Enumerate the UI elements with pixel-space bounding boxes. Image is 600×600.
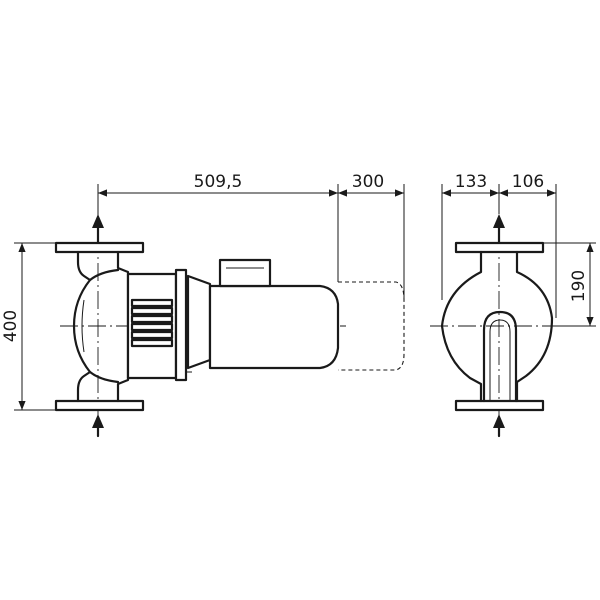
dimension-400: 400 [1, 242, 56, 411]
dimension-label-400: 400 [1, 310, 21, 342]
motor-adapter [186, 274, 212, 370]
dimension-300: 300 [338, 172, 405, 300]
cooling-fins [130, 298, 174, 348]
outlet-flange-bottom [54, 399, 145, 412]
dimension-label-133: 133 [455, 172, 487, 192]
side-outlet-inner [489, 319, 511, 401]
dimension-106: 106 [499, 172, 557, 318]
dimension-label-300: 300 [352, 172, 384, 192]
side-flow-arrows [493, 214, 505, 438]
dimension-509-5: 509,5 [97, 172, 339, 282]
dimension-label-509-5: 509,5 [194, 172, 243, 192]
front-view [54, 214, 405, 438]
inlet-flange-top [54, 241, 145, 254]
coupling-flange [174, 268, 188, 382]
side-view [430, 214, 560, 438]
side-flange-top [454, 241, 545, 254]
volute-inner-line [81, 299, 85, 353]
dimension-190: 190 [543, 242, 596, 327]
terminal-box [218, 258, 272, 288]
side-outlet-pipe [482, 310, 518, 403]
motor-clearance-outline [338, 281, 405, 371]
side-volute-casing [440, 250, 554, 403]
motor-body [208, 284, 340, 370]
dimension-label-106: 106 [512, 172, 544, 192]
dimension-label-190: 190 [569, 270, 589, 302]
side-flange-bottom [454, 399, 545, 412]
volute-contour [88, 268, 120, 384]
dimension-133: 133 [441, 172, 500, 300]
